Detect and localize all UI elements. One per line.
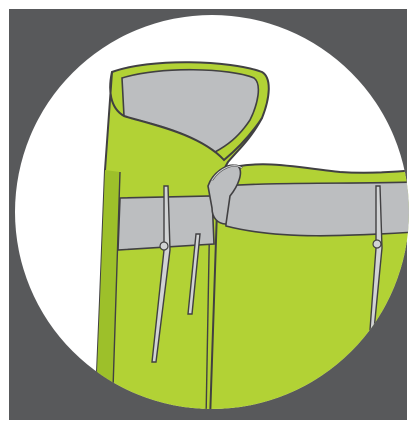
strap-right <box>222 182 415 236</box>
